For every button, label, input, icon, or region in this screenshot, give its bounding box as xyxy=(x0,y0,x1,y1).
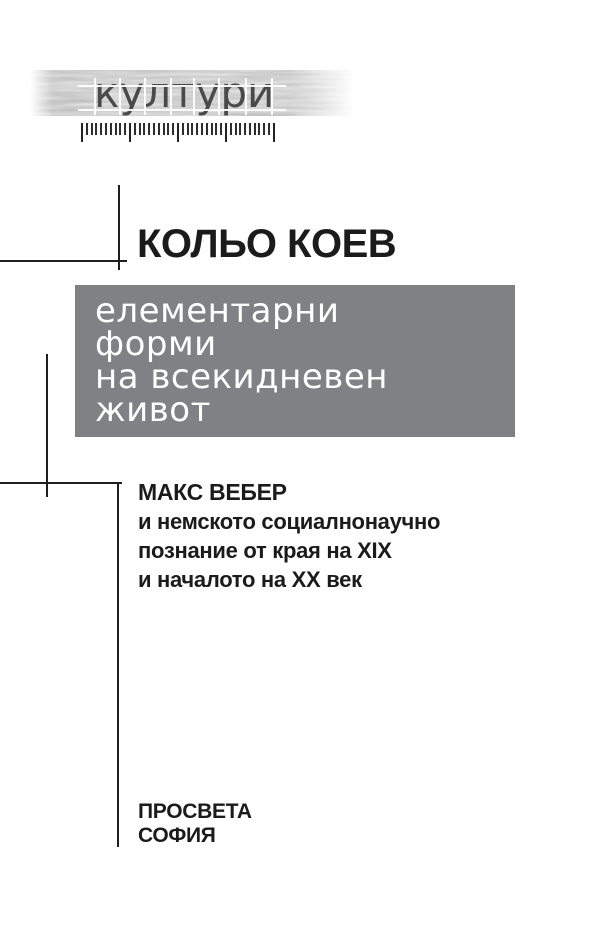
ruler-tick xyxy=(162,123,165,135)
ruler-tick xyxy=(181,123,184,135)
ruler-tick xyxy=(253,123,256,135)
subtitle-line: МАКС ВЕБЕР xyxy=(138,479,287,505)
grunge-texture xyxy=(30,70,355,116)
subtitle-line: и немското социалнонаучно xyxy=(138,509,441,534)
ruler-tick xyxy=(119,123,122,135)
author-name: КОЛЬО КОЕВ xyxy=(137,221,397,266)
ruler-tick xyxy=(234,123,237,135)
crop-mark-horizontal-top xyxy=(0,260,127,262)
ruler-tick xyxy=(128,123,131,142)
crop-mark-horizontal-middle xyxy=(0,482,122,484)
ruler-tick xyxy=(81,123,83,142)
ruler-tick xyxy=(172,123,175,135)
ruler-tick xyxy=(263,123,266,135)
publisher: ПРОСВЕТА СОФИЯ xyxy=(138,800,252,848)
ruler-tick xyxy=(191,123,194,135)
ruler-tick xyxy=(85,123,88,135)
series-logo-text: култури xyxy=(94,68,275,117)
ruler-tick xyxy=(109,123,112,135)
subtitle-line: и началото на XX век xyxy=(138,567,362,592)
ruler-tick xyxy=(268,123,271,135)
ruler-tick xyxy=(90,123,93,135)
ruler-tick xyxy=(205,123,208,135)
title-line: на всекидневен xyxy=(95,357,388,397)
crop-mark-vertical-long xyxy=(117,482,119,847)
ruler-tick xyxy=(220,123,223,135)
ruler-tick xyxy=(152,123,155,135)
title-line: елементарни xyxy=(95,291,340,331)
ruler-tick xyxy=(114,123,117,135)
title-box: елементарни форми на всекидневен живот xyxy=(75,285,515,437)
ruler-tick xyxy=(157,123,160,135)
ruler-tick xyxy=(186,123,189,135)
crop-mark-vertical-middle xyxy=(46,354,48,497)
ruler-tick xyxy=(148,123,151,135)
ruler xyxy=(81,123,275,143)
ruler-tick xyxy=(196,123,199,135)
ruler-tick xyxy=(100,123,103,135)
ruler-tick xyxy=(258,123,261,135)
ruler-tick xyxy=(210,123,213,135)
publisher-city: СОФИЯ xyxy=(138,824,216,847)
ruler-tick xyxy=(104,123,107,135)
ruler-tick xyxy=(143,123,146,135)
ruler-tick xyxy=(229,123,232,135)
ruler-tick xyxy=(167,123,170,135)
ruler-tick xyxy=(95,123,98,135)
ruler-tick xyxy=(215,123,218,135)
series-logo-band: култури xyxy=(30,70,355,116)
crop-mark-vertical-top xyxy=(118,185,120,270)
title-line: живот xyxy=(95,390,211,430)
ruler-tick xyxy=(200,123,203,135)
subtitle: МАКС ВЕБЕР и немското социалнонаучно поз… xyxy=(138,478,440,594)
ruler-tick xyxy=(248,123,251,135)
ruler-tick xyxy=(244,123,247,135)
ruler-tick xyxy=(138,123,141,135)
publisher-name: ПРОСВЕТА xyxy=(138,800,252,823)
ruler-tick xyxy=(124,123,127,135)
ruler-tick xyxy=(239,123,242,135)
ruler-tick xyxy=(133,123,136,135)
ruler-tick xyxy=(176,123,179,142)
ruler-tick xyxy=(224,123,227,142)
title-line: форми xyxy=(95,324,217,364)
ruler-tick xyxy=(272,123,275,142)
subtitle-line: познание от края на XIX xyxy=(138,538,392,563)
